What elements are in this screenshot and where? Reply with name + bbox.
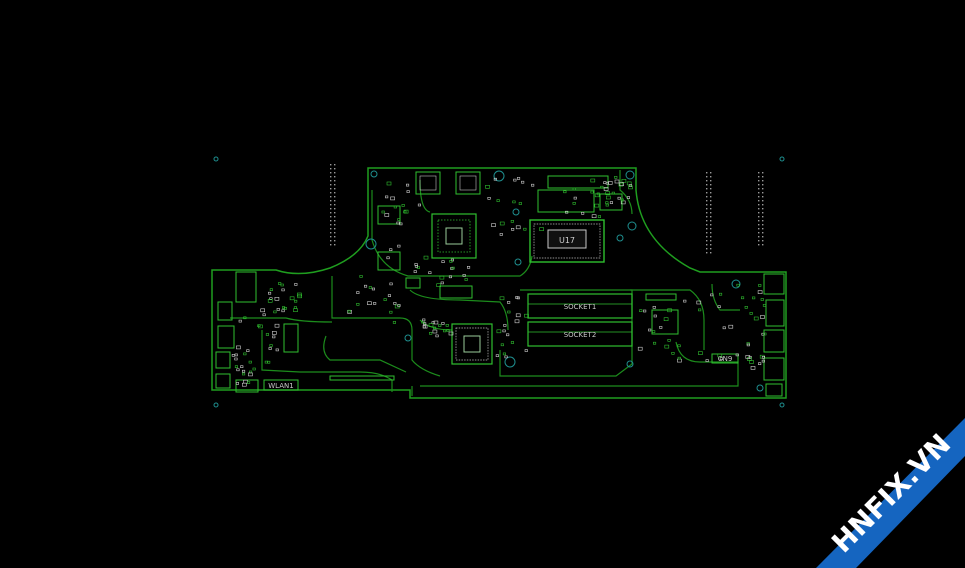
watermark-badge: HNFIX.VN xyxy=(816,418,965,568)
chip-u17[interactable]: U17 xyxy=(529,219,605,263)
mount-holes xyxy=(213,156,785,408)
watermark-text: HNFIX.VN xyxy=(825,427,957,559)
socket-1[interactable]: SOCKET1 xyxy=(527,293,633,319)
socket-2[interactable]: SOCKET2 xyxy=(527,321,633,347)
small-parts xyxy=(231,176,767,387)
dotted-columns xyxy=(330,164,764,254)
connector-wlan1[interactable]: WLAN1 xyxy=(263,379,299,391)
socket2-label: SOCKET2 xyxy=(564,331,597,339)
bga-pch[interactable] xyxy=(451,323,493,365)
cn9-label: CN9 xyxy=(718,355,733,363)
bga-cpu[interactable] xyxy=(431,213,477,259)
vias xyxy=(365,170,764,392)
connector-cn9[interactable]: CN9 xyxy=(711,353,739,364)
socket1-label: SOCKET1 xyxy=(564,303,597,311)
u17-label: U17 xyxy=(559,236,575,245)
board-outline xyxy=(211,167,787,399)
inner-traces xyxy=(230,170,740,396)
components xyxy=(215,171,785,397)
wlan1-label: WLAN1 xyxy=(268,382,293,390)
